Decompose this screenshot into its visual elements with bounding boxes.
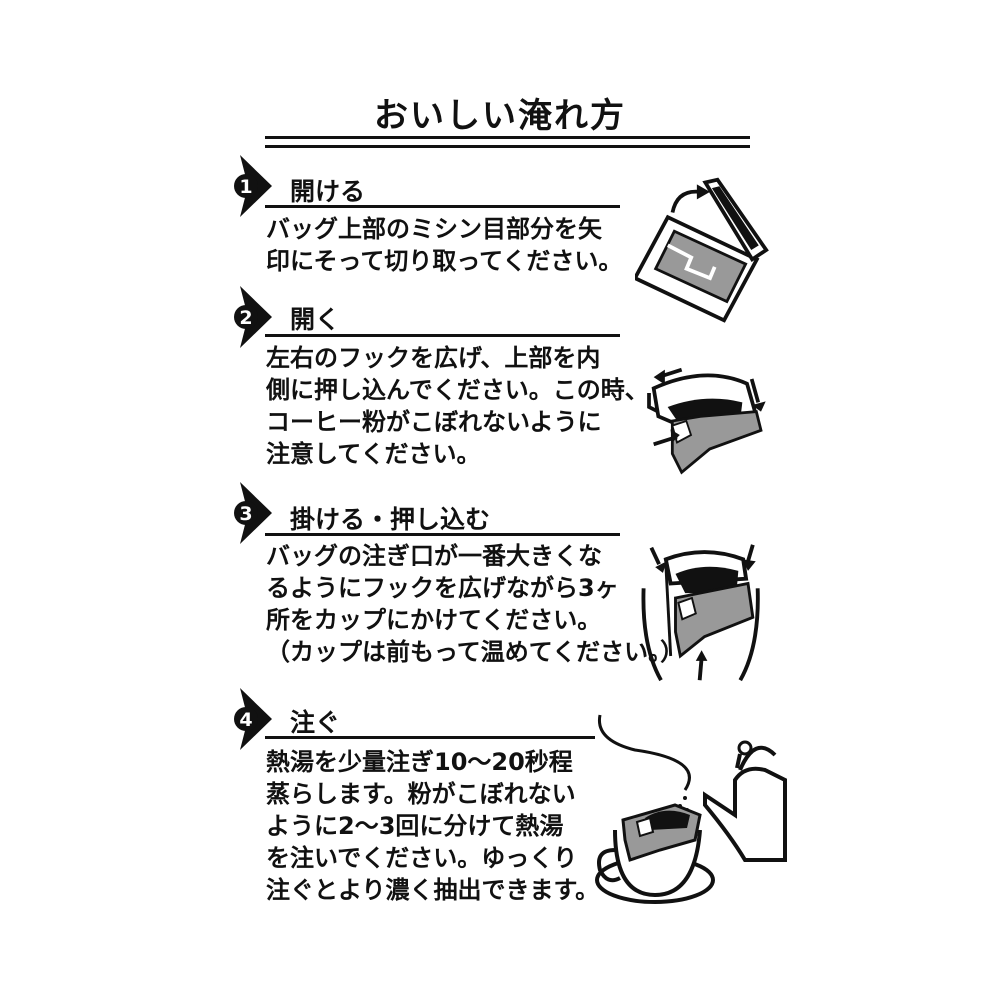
step-3-text: バッグの注ぎ口が一番大きくな るようにフックを広げながら3ヶ 所をカップにかけて…: [266, 540, 684, 668]
step-4-line: ように2〜3回に分けて熱湯: [266, 812, 564, 840]
step-4-title: 注ぐ: [290, 708, 341, 737]
step-4-arrow-badge: 4: [234, 688, 272, 750]
step-2-line: 注意してください。: [266, 440, 481, 468]
step-4-text: 熱湯を少量注ぎ10〜20秒程 蒸らします。粉がこぼれない ように2〜3回に分けて…: [266, 746, 599, 906]
step-2-line: コーヒー粉がこぼれないように: [266, 408, 602, 436]
hang-on-cup-illustration: [641, 544, 760, 682]
pour-kettle-illustration: [595, 714, 787, 904]
step-3-line: 所をカップにかけてください。: [266, 606, 602, 634]
step-2-line: 側に押し込んでください。この時、: [266, 376, 649, 404]
step-1-arrow-badge: 1: [234, 155, 272, 217]
step-2-number: 2: [239, 307, 252, 329]
step-1-number: 1: [239, 176, 252, 198]
step-3-line: バッグの注ぎ口が一番大きくな: [266, 542, 602, 570]
step-3-number: 3: [239, 503, 252, 525]
step-2-text: 左右のフックを広げ、上部を内 側に押し込んでください。この時、 コーヒー粉がこぼ…: [266, 342, 649, 470]
step-4-number: 4: [239, 709, 252, 731]
step-2-arrow-badge: 2: [234, 286, 272, 348]
page-title: おいしい淹れ方: [374, 96, 626, 136]
step-3-title: 掛ける・押し込む: [290, 505, 491, 534]
step-1-line: 印にそって切り取ってください。: [266, 247, 623, 275]
step-4-line: 蒸らします。粉がこぼれない: [266, 780, 576, 808]
step-4-line: 注ぐとより濃く抽出できます。: [266, 876, 600, 904]
step-3-line: （カップは前もって温めてください。）: [266, 638, 685, 666]
step-3-rule: [265, 533, 620, 536]
step-3-arrow-badge: 3: [234, 482, 272, 544]
open-bag-illustration: [647, 367, 766, 475]
step-1-text: バッグ上部のミシン目部分を矢 印にそって切り取ってください。: [266, 213, 622, 277]
step-1-line: バッグ上部のミシン目部分を矢: [266, 215, 602, 243]
tear-open-bag-illustration: [635, 177, 769, 323]
step-4-line: を注いでください。ゆっくり: [266, 844, 578, 872]
step-2-line: 左右のフックを広げ、上部を内: [266, 344, 601, 372]
step-3-line: るようにフックを広げながら3ヶ: [266, 574, 619, 602]
title-double-rule: [265, 136, 750, 148]
step-2-rule: [265, 334, 620, 337]
step-1-rule: [265, 205, 620, 208]
step-4-line: 熱湯を少量注ぎ10〜20秒程: [266, 748, 573, 776]
step-2-title: 開く: [290, 305, 341, 334]
step-4-rule: [265, 736, 595, 739]
step-1-title: 開ける: [290, 177, 366, 206]
